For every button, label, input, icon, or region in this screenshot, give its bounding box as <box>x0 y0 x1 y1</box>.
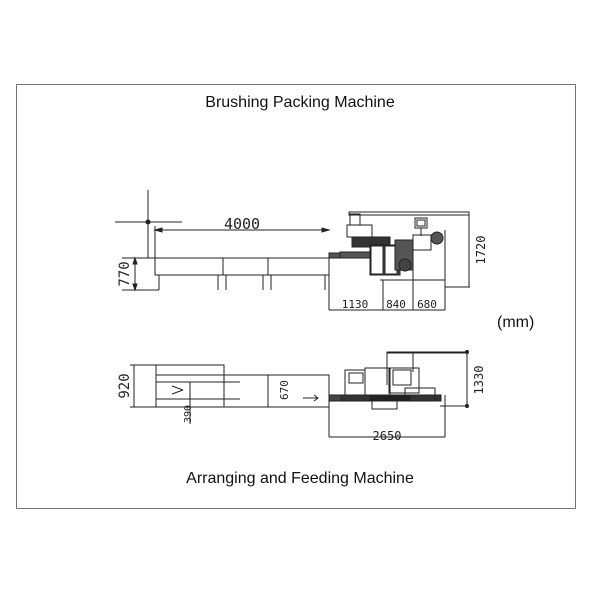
title-brushing-packing-machine: Brushing Packing Machine <box>205 94 395 111</box>
flow-arrow-icon <box>303 394 319 402</box>
dim-label-920: 920 <box>117 373 133 398</box>
drawing-frame <box>16 84 576 509</box>
conveyor-body <box>154 257 330 276</box>
feeder-outer <box>133 364 225 408</box>
dim-label-1720: 1720 <box>474 236 488 265</box>
dim-label-680: 680 <box>417 298 437 311</box>
unit-label: (mm) <box>497 314 535 331</box>
side-view <box>115 190 470 311</box>
title-arranging-feeding-machine: Arranging and Feeding Machine <box>186 470 414 487</box>
crosshair-icon <box>115 190 182 258</box>
packing-machine-body <box>339 211 470 310</box>
dim-label-1130: 1130 <box>342 298 369 311</box>
dim-label-2650: 2650 <box>373 429 402 443</box>
dim-label-1330: 1330 <box>472 366 486 395</box>
arrange-conveyor <box>155 374 330 408</box>
top-view <box>130 350 469 438</box>
dim-label-670: 670 <box>278 380 291 400</box>
dim-label-4000: 4000 <box>224 215 260 233</box>
dim-label-840: 840 <box>386 298 406 311</box>
flow-arrow-icon <box>171 385 184 391</box>
dim-label-770: 770 <box>117 261 133 286</box>
dim-label-390: 390 <box>183 405 194 423</box>
conveyor-legs <box>158 275 326 290</box>
feeding-machine-body <box>328 351 468 437</box>
